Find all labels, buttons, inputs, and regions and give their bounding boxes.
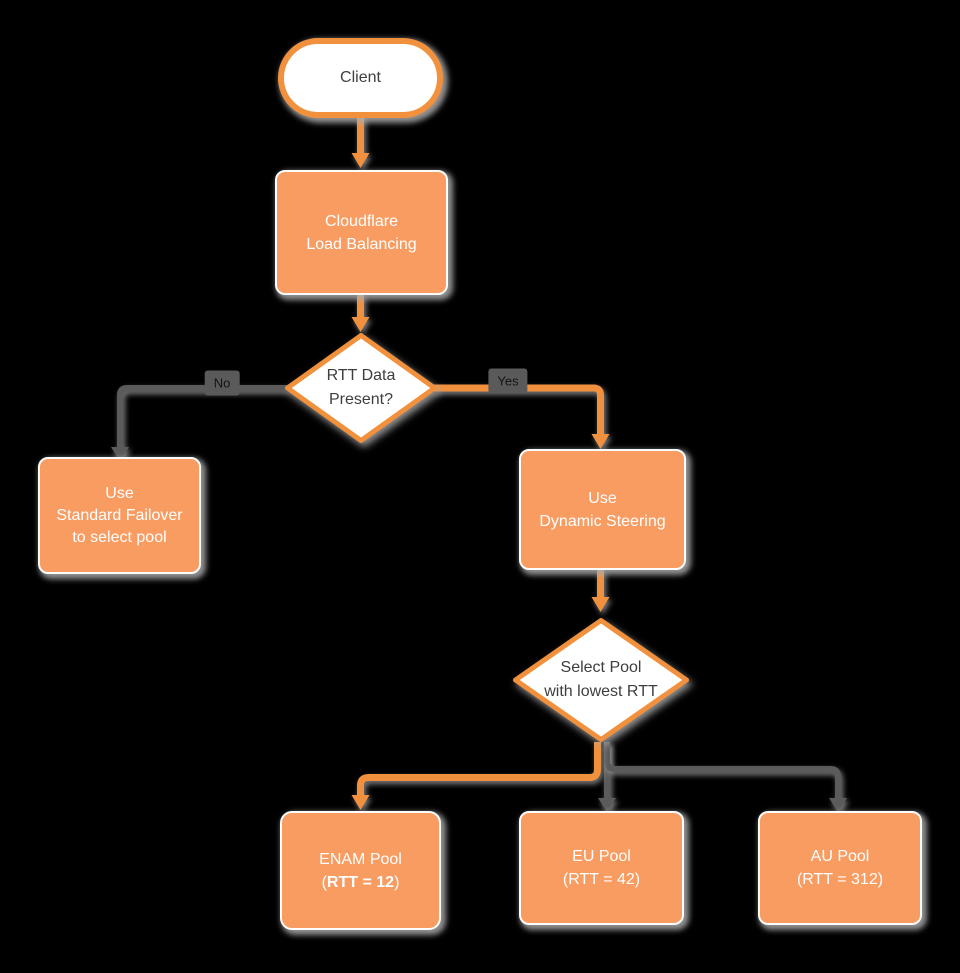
node-failover-line1: Use (105, 484, 134, 502)
node-eu-line2: (RTT = 42) (562, 871, 641, 888)
node-au-line1: AU Pool (810, 848, 870, 865)
edge-au-connector (604, 742, 847, 812)
node-au-pool: AU Pool (RTT = 312) (758, 811, 922, 925)
node-failover-line2: Standard Failover (56, 506, 183, 524)
decision-rtt-data-present (285, 333, 437, 443)
edge-no-connector (111, 385, 290, 461)
decision-select-pool (513, 618, 689, 742)
arrow-down-icon (351, 153, 370, 168)
edge-label-yes: Yes (488, 368, 528, 394)
edge-dynamic-to-selectpool (591, 569, 610, 612)
node-enam-line2: (RTT = 12) (322, 871, 400, 894)
edge-cloudflare-to-decision (351, 294, 370, 332)
decision-select-pool-label: Select Pool with lowest RTT (506, 650, 696, 710)
node-standard-failover: Use Standard Failover to select pool (38, 457, 201, 574)
edge-enam-connector (351, 742, 601, 810)
enam-paren-open: ( (321, 873, 327, 891)
node-dynamic-line1: Use (588, 489, 617, 507)
node-dynamic-line2: Dynamic Steering (539, 512, 666, 530)
edge-yes-connector (432, 384, 610, 449)
node-cloudflare-load-balancing: Cloudflare Load Balancing (275, 170, 448, 295)
decision-rtt-label: RTT Data Present? (281, 358, 441, 418)
node-enam-line1: ENAM Pool (319, 850, 402, 868)
node-dynamic-steering: Use Dynamic Steering (519, 449, 686, 570)
node-enam-pool: ENAM Pool (RTT = 12) (280, 811, 441, 930)
arrow-down-icon (829, 798, 847, 812)
node-failover-line3: to select pool (72, 528, 167, 546)
edge-label-no: No (204, 370, 240, 396)
node-eu-line1: EU Pool (572, 848, 631, 865)
edge-client-to-cloudflare (351, 114, 370, 168)
decision-rtt-line2: Present? (328, 391, 394, 408)
arrow-down-icon (591, 597, 610, 612)
enam-rtt-value: RTT = 12 (326, 873, 395, 891)
node-client-label: Client (340, 69, 381, 86)
enam-paren-close: ) (394, 873, 400, 891)
arrow-down-icon (351, 317, 370, 332)
decision-select-pool-line2: with lowest RTT (544, 683, 658, 700)
arrow-down-icon (591, 434, 610, 449)
decision-select-pool-line1: Select Pool (560, 659, 642, 676)
arrow-down-icon (111, 447, 129, 461)
arrow-down-icon (351, 795, 370, 810)
node-cloudflare-line2: Load Balancing (306, 235, 417, 253)
arrow-down-icon (598, 798, 616, 812)
node-cloudflare-line1: Cloudflare (325, 212, 398, 230)
node-client: Client (278, 38, 443, 118)
node-au-line2: (RTT = 312) (796, 871, 884, 888)
node-eu-pool: EU Pool (RTT = 42) (519, 811, 684, 925)
decision-rtt-line1: RTT Data (326, 367, 396, 384)
